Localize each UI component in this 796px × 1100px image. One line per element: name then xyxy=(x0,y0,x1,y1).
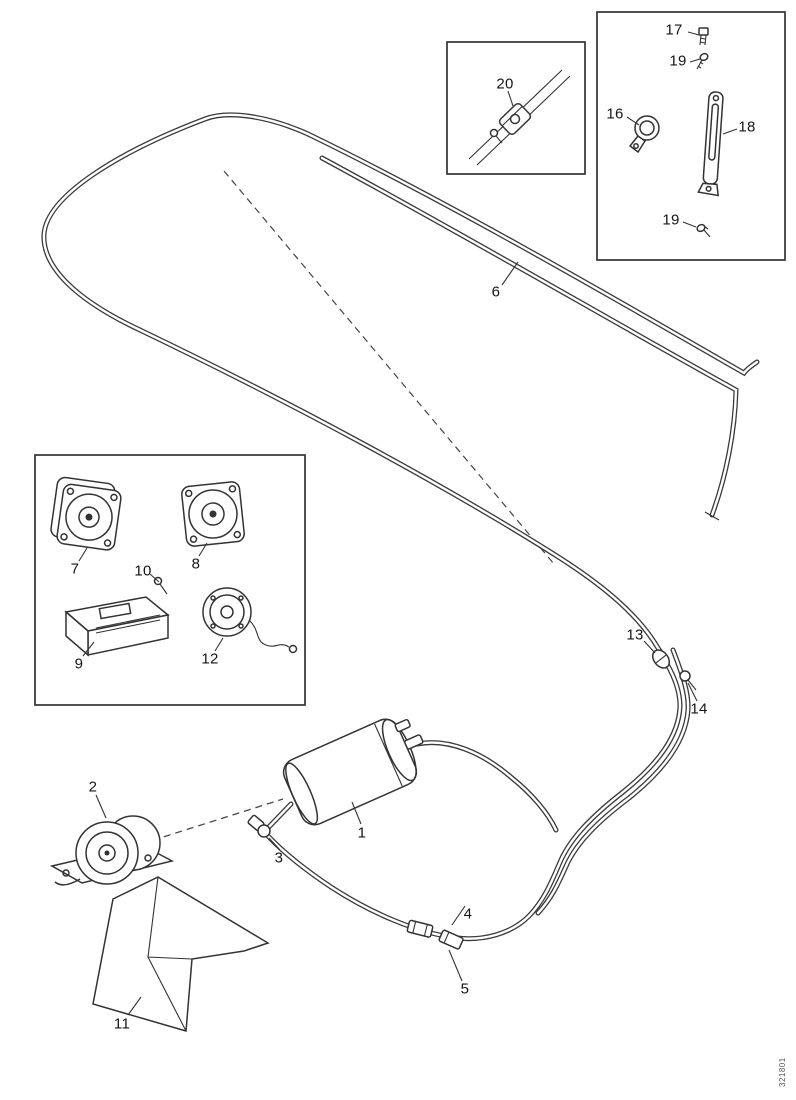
hose-assembly xyxy=(41,112,760,942)
callout-13: 13 xyxy=(626,626,644,644)
speaker-inset-box xyxy=(34,454,306,706)
air-canister xyxy=(282,718,424,826)
clamp-16 xyxy=(628,115,660,154)
speaker-left xyxy=(50,476,122,551)
callout-19a: 19 xyxy=(669,52,687,70)
control-module xyxy=(64,596,170,657)
hose-clip-detail-box xyxy=(446,41,586,175)
mounting-bracket xyxy=(92,876,270,1032)
callout-11: 11 xyxy=(113,1015,131,1033)
callout-7: 7 xyxy=(70,560,80,578)
callout-1: 1 xyxy=(357,824,367,842)
tube-coupler-4 xyxy=(406,919,434,938)
screw-19-lower xyxy=(696,223,711,238)
callout-17: 17 xyxy=(665,21,683,39)
callout-18: 18 xyxy=(738,118,756,136)
sounder-speaker xyxy=(202,587,298,654)
callout-14: 14 xyxy=(690,700,708,718)
callout-6: 6 xyxy=(491,283,501,301)
callout-16: 16 xyxy=(606,105,624,123)
callout-12: 12 xyxy=(201,650,219,668)
elbow-fitting xyxy=(247,814,271,838)
callout-4: 4 xyxy=(463,905,473,923)
tube-clip xyxy=(651,649,671,669)
strap-bracket-18 xyxy=(697,91,724,197)
callout-9: 9 xyxy=(74,655,84,673)
tube-coupler-5 xyxy=(438,929,464,950)
callout-20: 20 xyxy=(496,75,514,93)
callout-leader-lines xyxy=(78,31,738,1016)
hardware-detail-box xyxy=(596,11,786,261)
callout-8: 8 xyxy=(191,555,201,573)
speaker-right xyxy=(181,481,245,547)
callout-5: 5 xyxy=(460,980,470,998)
hose-end-tip xyxy=(704,511,720,521)
horn-assembly xyxy=(49,815,175,886)
screw-19-upper xyxy=(696,52,709,70)
callout-2: 2 xyxy=(88,778,98,796)
dashed-leader-horn xyxy=(140,798,284,845)
callout-10: 10 xyxy=(134,562,152,580)
bolt-17 xyxy=(698,27,709,46)
dashed-leader-hose xyxy=(223,170,555,565)
figure-id-text: 321801 xyxy=(778,1057,787,1087)
hose-clip-detail xyxy=(468,69,571,166)
dashed-reference-lines xyxy=(140,170,555,845)
callout-3: 3 xyxy=(274,849,284,867)
callout-19b: 19 xyxy=(662,211,680,229)
push-rivet xyxy=(679,670,697,691)
